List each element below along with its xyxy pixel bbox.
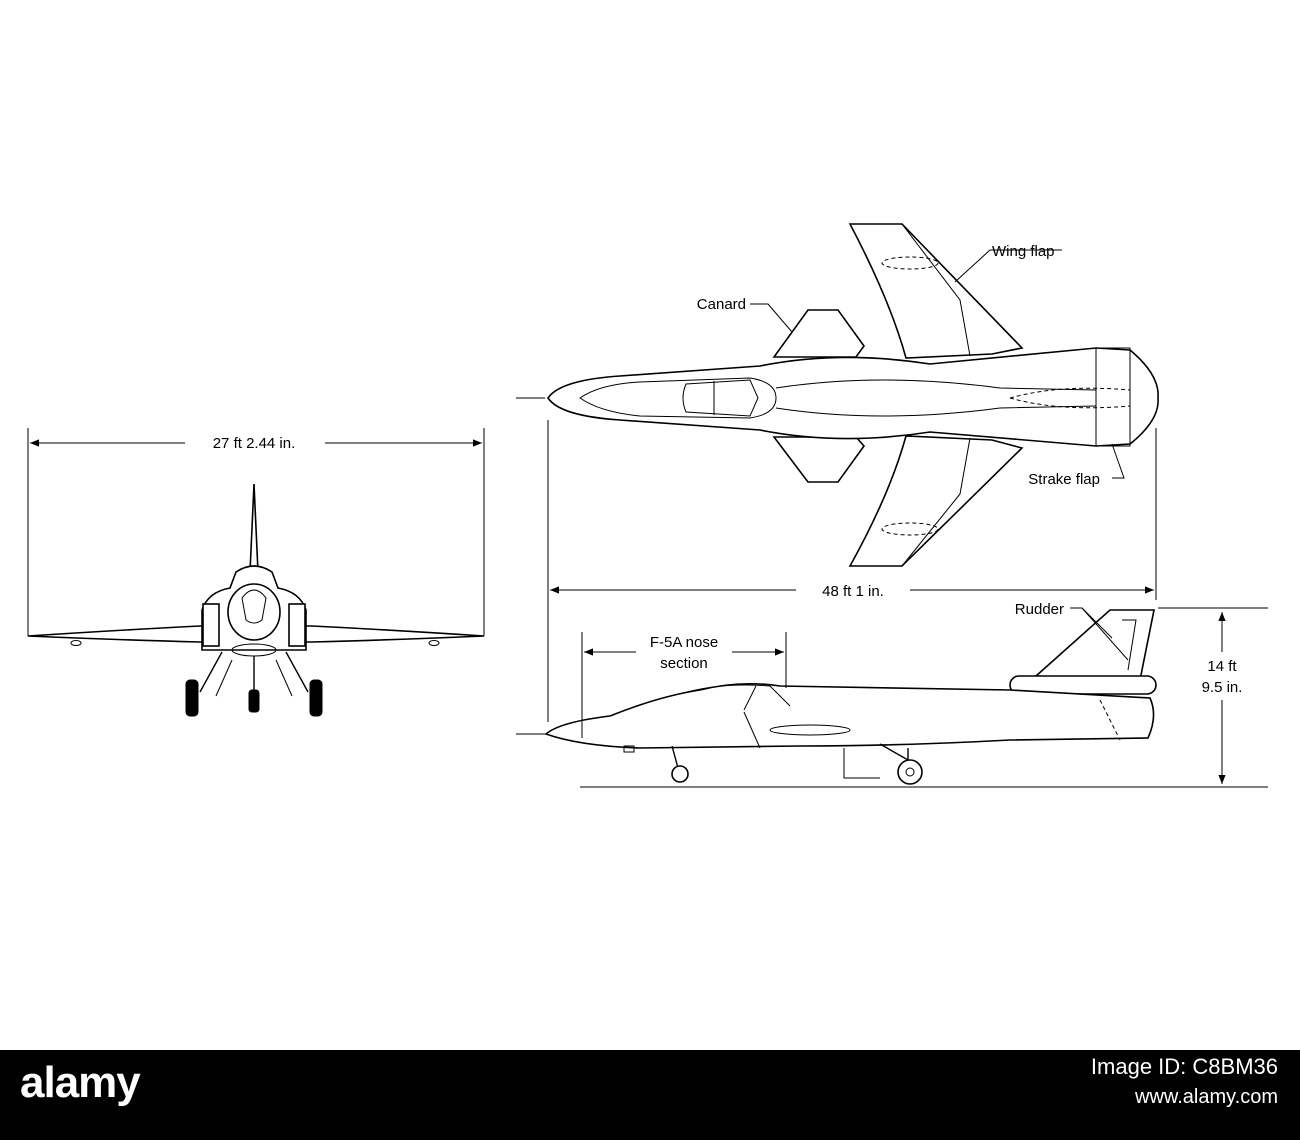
strake-flap-label: Strake flap — [1028, 471, 1100, 488]
nose-section-label-line2: section — [660, 655, 708, 672]
three-view-drawing: 27 ft 2.44 in. Wing flap Canard Strake f… — [27, 223, 1268, 788]
nose-section-label-line1: F-5A nose — [650, 634, 718, 651]
height-dimension: 14 ft 9.5 in. — [1158, 607, 1268, 784]
length-dimension: 48 ft 1 in. — [547, 420, 1157, 722]
rudder-label: Rudder — [1015, 601, 1064, 618]
nose-section-dimension: F-5A nose section — [581, 632, 787, 738]
watermark-footer: alamy Image ID: C8BM36 www.alamy.com — [0, 1050, 1300, 1140]
site-url: www.alamy.com — [1135, 1086, 1278, 1108]
length-dimension-label: 48 ft 1 in. — [822, 583, 884, 600]
canard-label: Canard — [697, 296, 746, 313]
front-view: 27 ft 2.44 in. — [27, 428, 485, 717]
brand-logo: alamy — [20, 1058, 141, 1107]
image-id: Image ID: C8BM36 — [1090, 1054, 1278, 1079]
top-view: Wing flap Canard Strake flap — [516, 223, 1159, 567]
side-view: Rudder — [516, 601, 1268, 788]
height-label-line1: 14 ft — [1207, 658, 1237, 675]
height-label-line2: 9.5 in. — [1202, 679, 1243, 696]
span-dimension-label: 27 ft 2.44 in. — [213, 435, 296, 452]
wing-flap-label: Wing flap — [992, 243, 1055, 260]
